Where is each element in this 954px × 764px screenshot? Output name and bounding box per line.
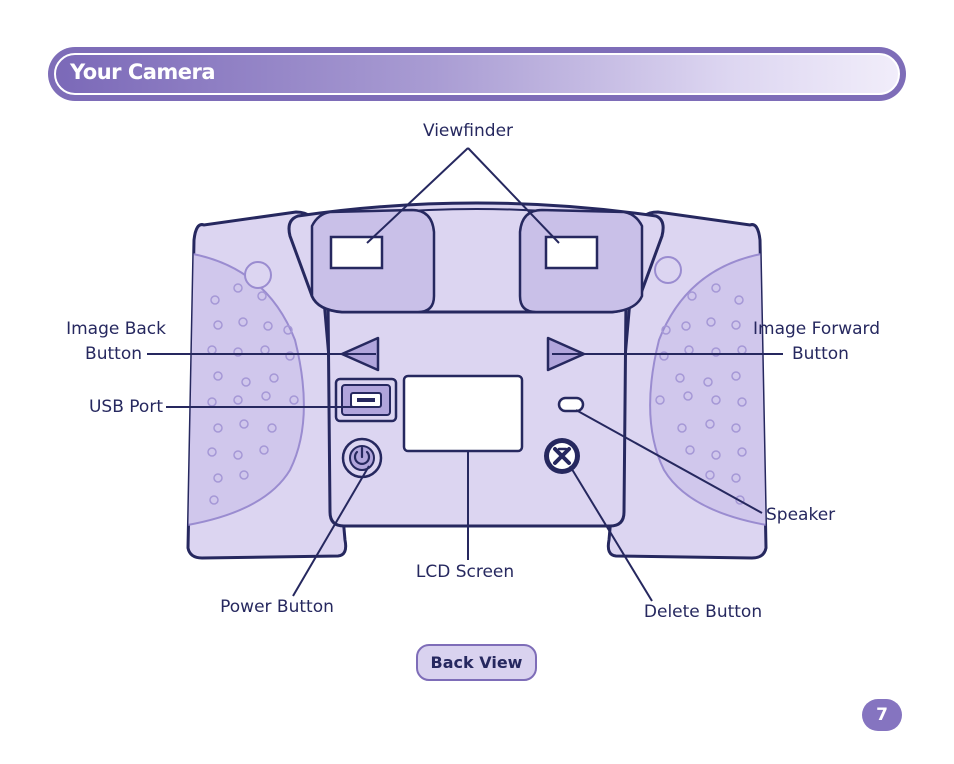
viewfinder-housing xyxy=(287,201,665,314)
delete-button[interactable] xyxy=(544,438,580,474)
image-back-label-line1: Image Back xyxy=(66,319,166,339)
lcd-screen xyxy=(402,374,524,453)
section-title: Your Camera xyxy=(70,60,216,84)
page-number: 7 xyxy=(862,699,902,731)
lcd-screen-label: LCD Screen xyxy=(415,562,515,582)
image-forward-label-line2: Button xyxy=(792,344,849,364)
delete-icon xyxy=(553,447,571,465)
power-button[interactable] xyxy=(341,437,383,479)
section-banner-inner: Your Camera xyxy=(54,53,900,95)
image-back-label-line2: Button xyxy=(85,344,142,364)
power-icon xyxy=(353,446,371,465)
delete-button-label: Delete Button xyxy=(643,602,763,622)
usb-port-label: USB Port xyxy=(88,397,163,417)
usb-port[interactable] xyxy=(334,377,398,423)
left-viewfinder-window xyxy=(329,235,384,270)
right-viewfinder-window xyxy=(544,235,599,270)
image-forward-label-line1: Image Forward xyxy=(753,319,881,339)
speaker-label: Speaker xyxy=(766,505,836,525)
callout-lines xyxy=(147,147,783,602)
viewfinder-label: Viewfinder xyxy=(422,121,514,141)
back-view-badge: Back View xyxy=(416,644,537,681)
section-banner: Your Camera xyxy=(48,47,906,101)
power-button-label: Power Button xyxy=(220,597,334,617)
speaker xyxy=(557,396,585,413)
